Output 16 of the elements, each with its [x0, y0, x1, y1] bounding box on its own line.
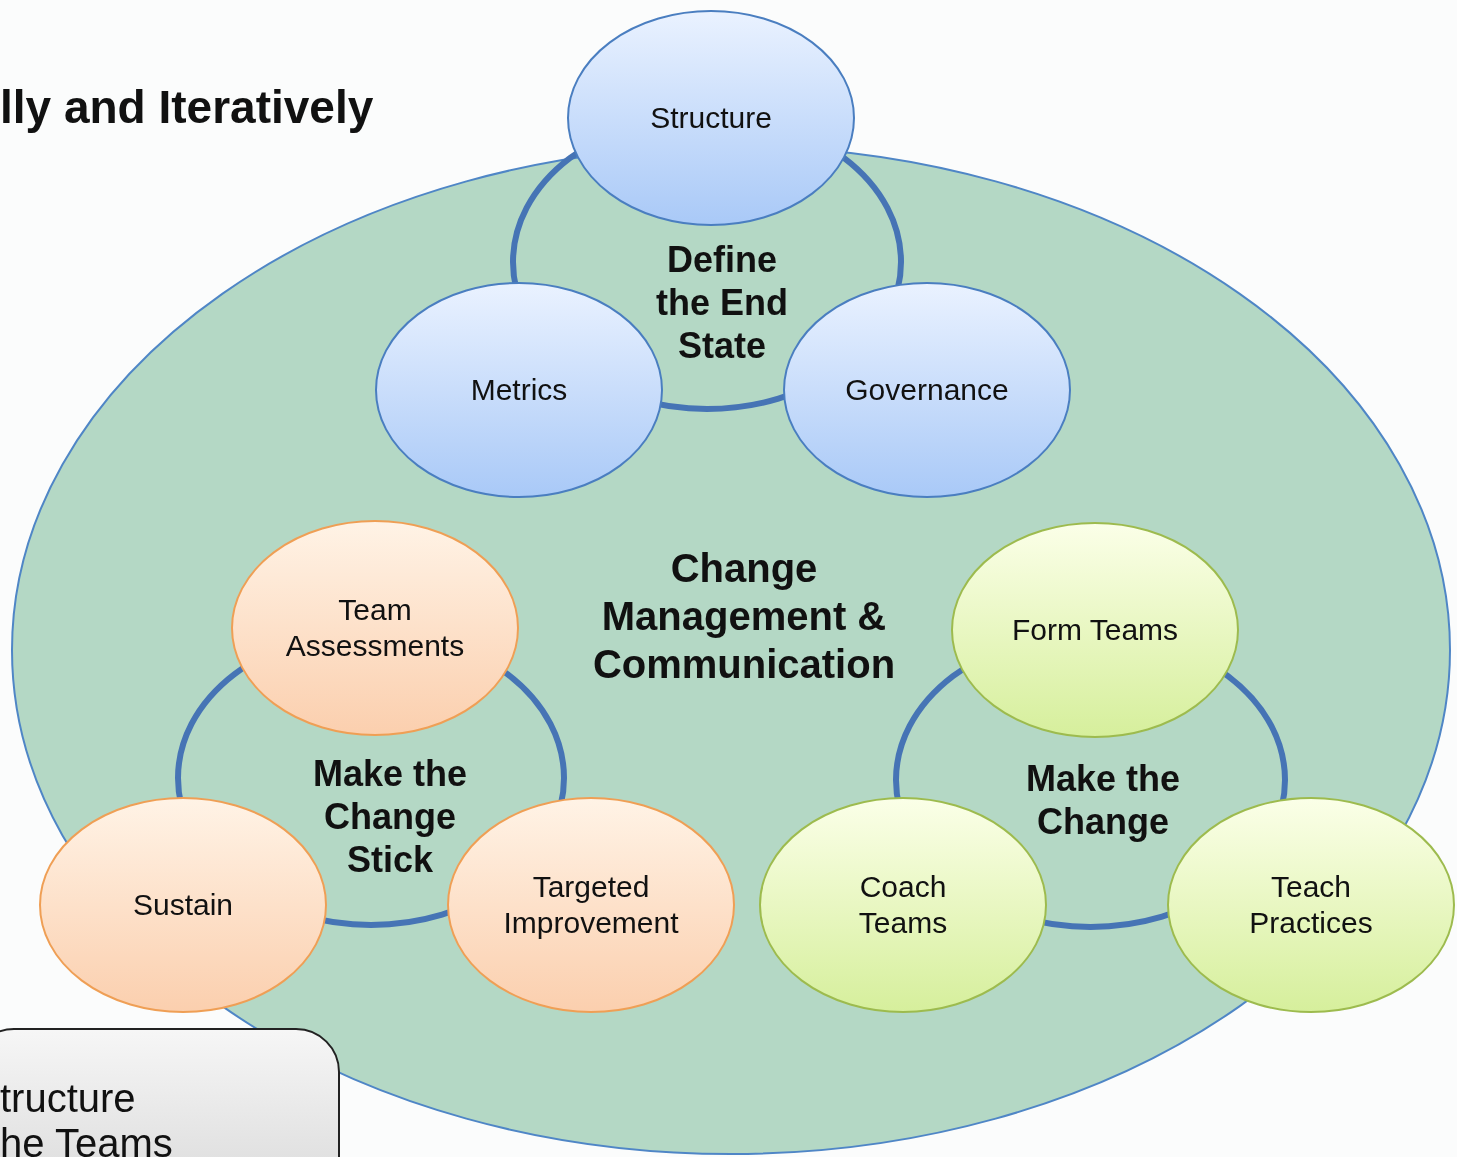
step-label: Form Teams	[1010, 612, 1180, 648]
step-label: Sustain	[131, 887, 235, 923]
step-label: Coach Teams	[857, 869, 949, 941]
step-label: Targeted Improvement	[502, 869, 680, 941]
step-label: Governance	[844, 372, 1010, 408]
title: lly and Iteratively	[0, 80, 374, 134]
panel-text: tructure	[0, 1075, 136, 1122]
panel-text: he Teams	[0, 1120, 173, 1157]
cycle-label: Define the End State	[655, 238, 789, 368]
step-label: Teach Practices	[1248, 869, 1374, 941]
step-label: Team Assessments	[284, 592, 466, 664]
step-label: Structure	[649, 100, 773, 136]
center-label: Change Management & Communication	[591, 545, 897, 688]
step-label: Metrics	[469, 372, 569, 408]
cycle-label: Make the Change Stick	[311, 752, 469, 882]
cycle-label: Make the Change	[1024, 756, 1182, 844]
